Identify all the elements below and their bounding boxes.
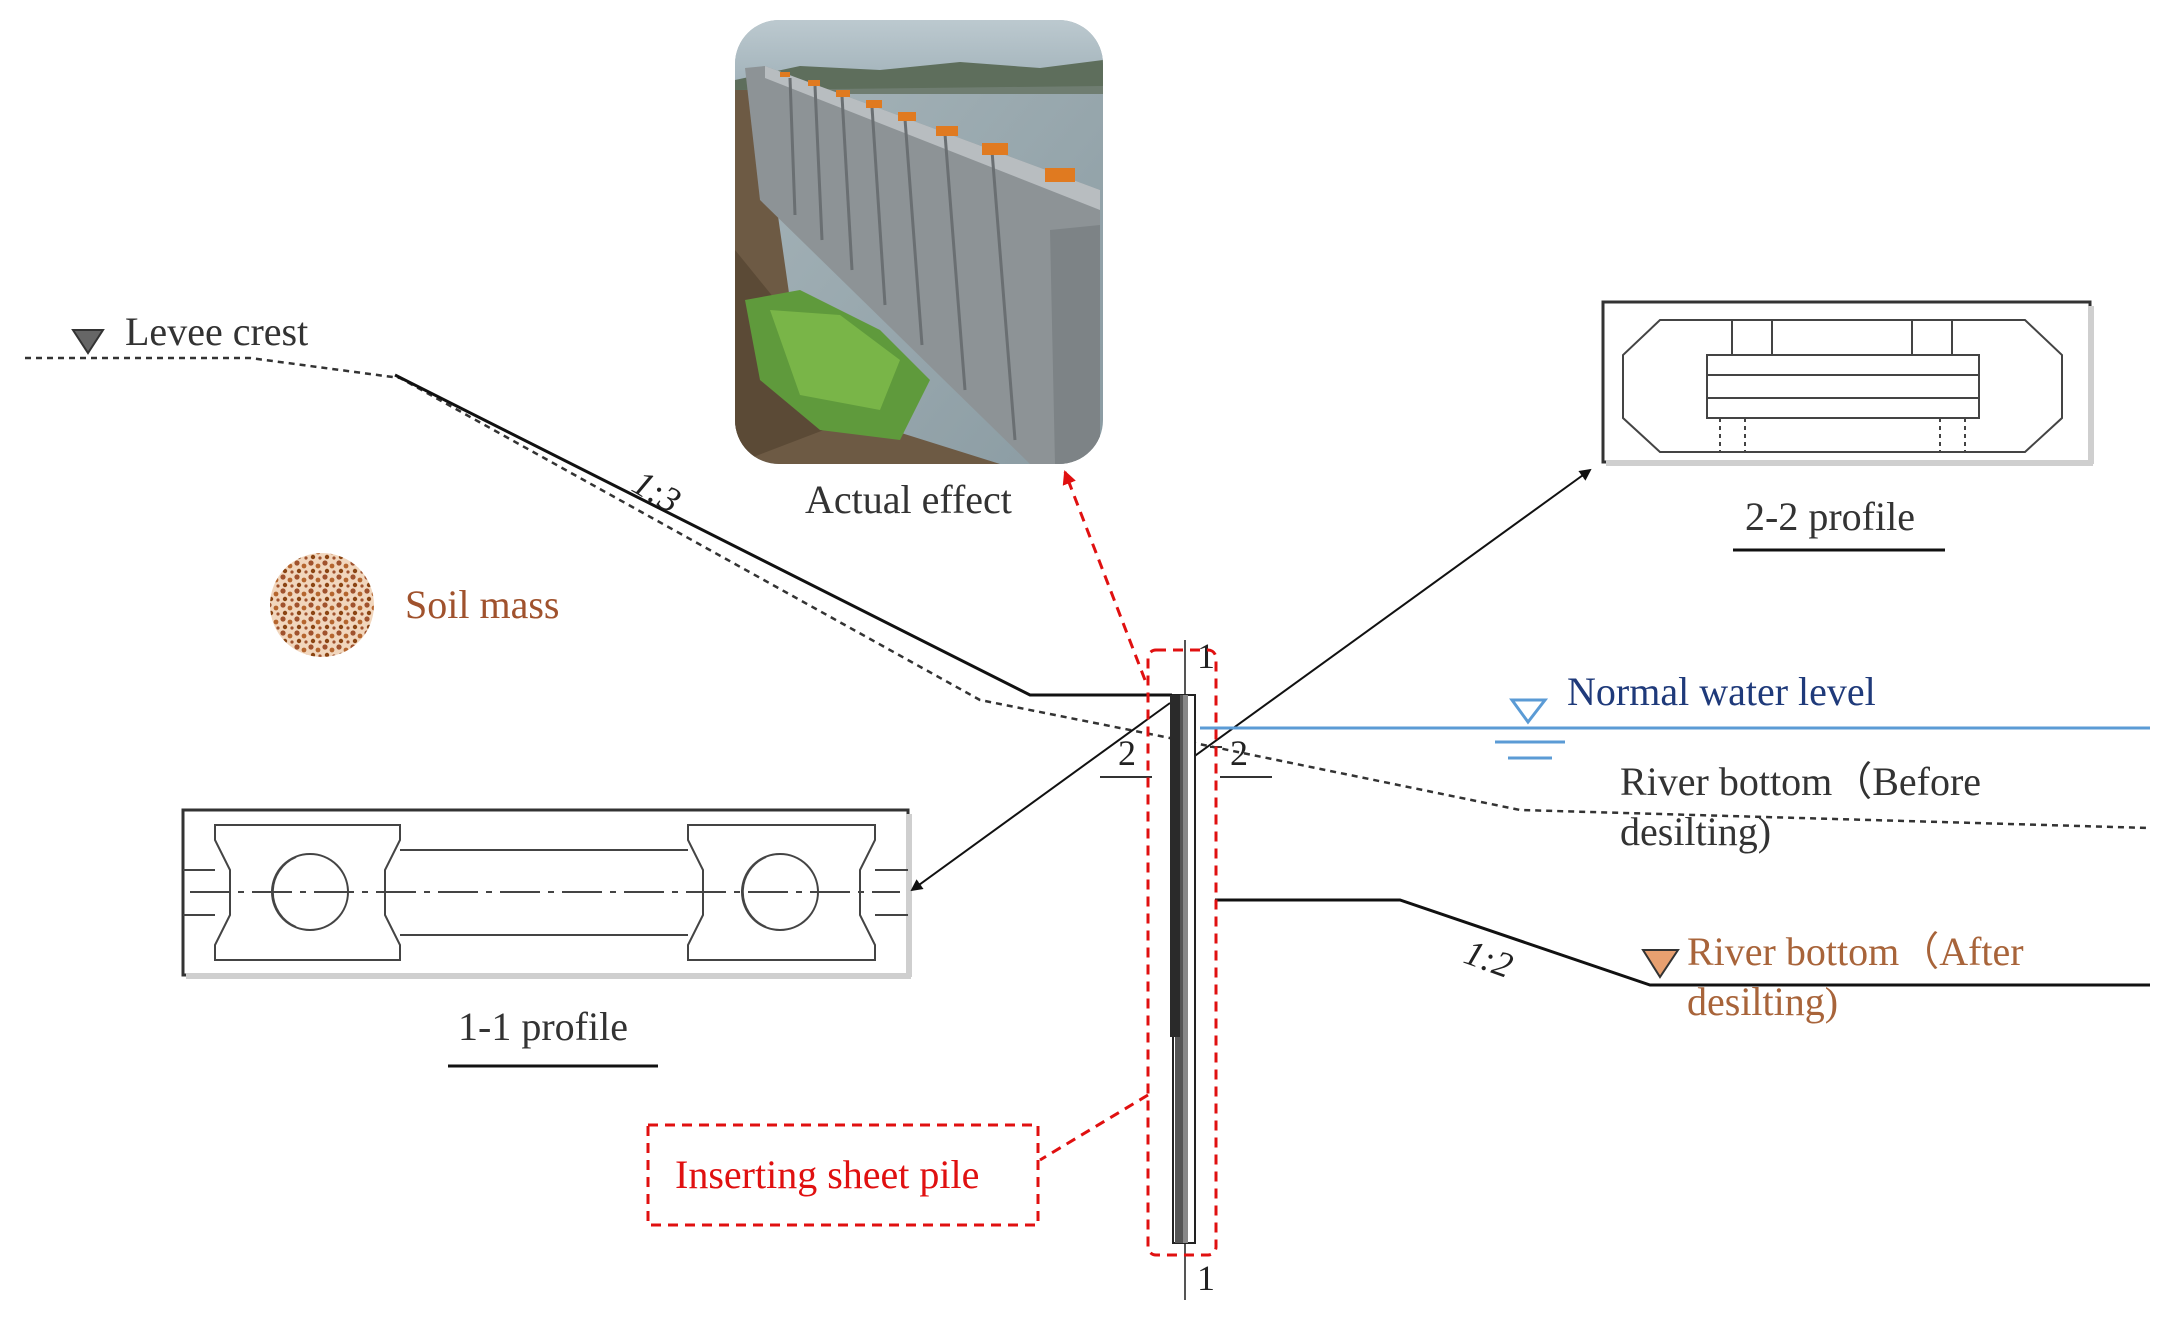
levee-crest-label: Levee crest <box>125 309 308 354</box>
section-1-bottom-label: 1 <box>1197 1258 1215 1298</box>
sheet-pile-callout-line <box>1039 1093 1149 1162</box>
inserting-sheet-pile-box <box>646 1123 1040 1227</box>
profile-2-2-drawing <box>1601 300 2094 466</box>
actual-effect-photo <box>735 20 1103 464</box>
section-1-arrow <box>910 702 1171 892</box>
section-2-left-label: 2 <box>1118 733 1136 773</box>
water-level-marker <box>1509 698 1549 725</box>
section-2-arrow <box>1184 468 1592 764</box>
normal-water-level-label: Normal water level <box>1567 669 1876 714</box>
river-bottom-before-label: River bottom（Before <box>1620 759 1981 804</box>
river-bottom-after-label-2: desilting) <box>1687 979 1838 1024</box>
after-desilting-bottom-line <box>1215 898 2150 987</box>
sheet-pile <box>1170 640 1196 1300</box>
actual-effect-label: Actual effect <box>805 477 1012 522</box>
soil-mass-swatch <box>270 553 374 657</box>
river-bottom-after-label: River bottom（After <box>1687 929 2024 974</box>
profile-2-2-label: 2-2 profile <box>1745 494 1915 539</box>
levee-crest-marker <box>71 329 105 355</box>
photo-pointer-arrow <box>1062 470 1147 681</box>
profile-1-1-drawing <box>181 808 912 979</box>
section-2-right-label: 2 <box>1230 733 1248 773</box>
lower-slope-label: 1:2 <box>1459 932 1518 986</box>
soil-mass-label: Soil mass <box>405 582 559 627</box>
inserting-sheet-pile-label: Inserting sheet pile <box>675 1152 979 1197</box>
river-bottom-after-marker <box>1641 949 1680 979</box>
section-1-top-label: 1 <box>1197 636 1215 676</box>
upper-slope-label: 1:3 <box>626 462 688 521</box>
river-bottom-before-label-2: desilting) <box>1620 809 1771 854</box>
levee-slope-line <box>394 373 1172 697</box>
sheet-pile-highlight <box>1146 648 1218 1257</box>
original-ground-line <box>25 356 2151 830</box>
profile-1-1-label: 1-1 profile <box>458 1004 628 1049</box>
